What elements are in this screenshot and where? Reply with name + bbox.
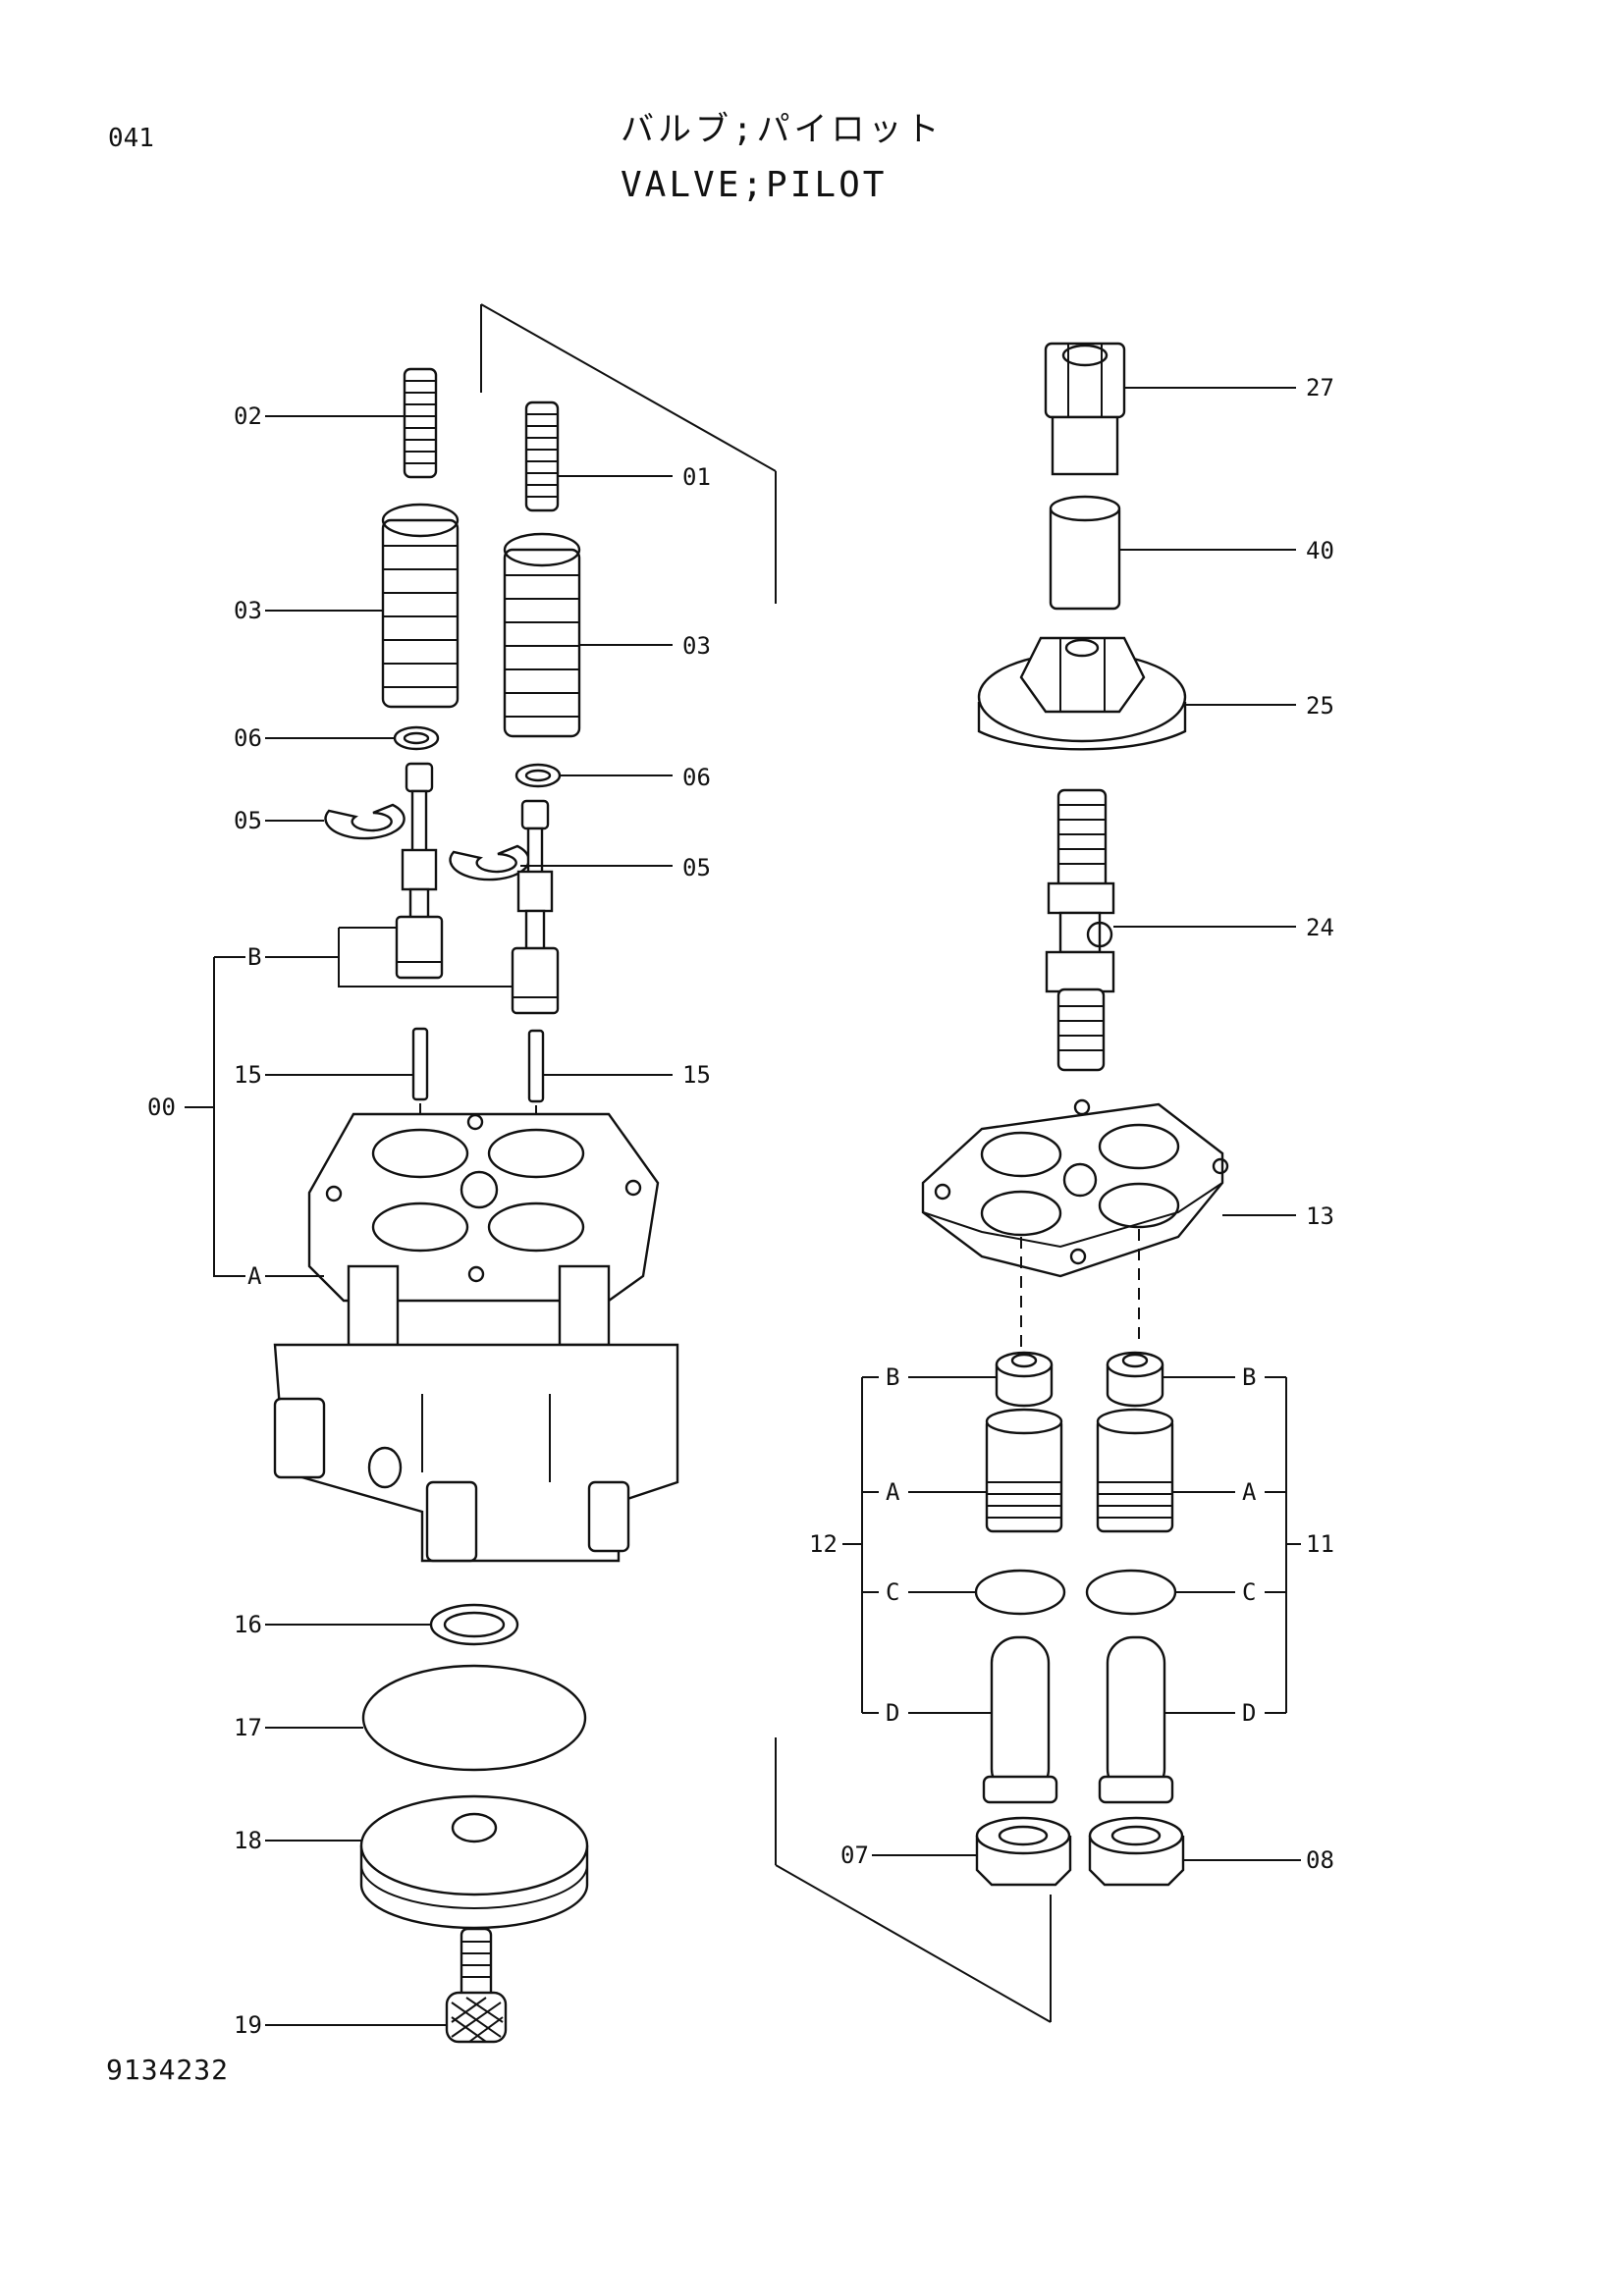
plate-25 <box>977 636 1187 751</box>
nut-27 <box>1044 342 1126 476</box>
cartridge-12 <box>974 1351 1072 1887</box>
spring-03-left <box>381 503 460 709</box>
subpart-a-left: A <box>247 1262 262 1290</box>
subpart-b-left: B <box>247 943 261 971</box>
pusher-15-right <box>527 1029 545 1103</box>
joint-24 <box>1045 788 1115 1072</box>
screw-19 <box>445 1927 508 2044</box>
callout-12: 12 <box>809 1530 838 1558</box>
callout-01: 01 <box>682 463 711 491</box>
callout-03-left: 03 <box>234 597 262 624</box>
callout-03-right: 03 <box>682 632 711 660</box>
section-bracket-top <box>480 303 777 604</box>
spring-02 <box>403 367 438 479</box>
subpart-12-d: D <box>886 1699 899 1727</box>
callout-labels: 02 01 03 03 06 06 05 05 B 00 A 15 15 16 … <box>147 374 1334 2039</box>
callout-15-left: 15 <box>234 1061 262 1089</box>
callout-18: 18 <box>234 1827 262 1854</box>
spring-01 <box>524 400 560 512</box>
o-ring-17 <box>361 1664 587 1772</box>
callout-27: 27 <box>1306 374 1334 401</box>
callout-19: 19 <box>234 2011 262 2039</box>
subpart-11-d: D <box>1242 1699 1256 1727</box>
callout-11: 11 <box>1306 1530 1334 1558</box>
title-japanese: バルブ;パイロット <box>621 110 944 149</box>
subpart-11-a: A <box>1242 1478 1257 1506</box>
cartridge-11 <box>1085 1351 1185 1887</box>
washer-06-left <box>393 725 440 751</box>
spool-b-left <box>395 762 444 980</box>
callout-08: 08 <box>1306 1846 1334 1874</box>
callout-13: 13 <box>1306 1202 1334 1230</box>
subpart-12-a: A <box>886 1478 900 1506</box>
sleeve-40 <box>1049 495 1121 611</box>
subpart-12-b: B <box>886 1363 899 1391</box>
callout-24: 24 <box>1306 914 1334 941</box>
subpart-12-c: C <box>886 1578 899 1606</box>
clip-05-left <box>324 803 406 840</box>
callout-17: 17 <box>234 1714 262 1741</box>
page-title: VALVE;PILOT <box>621 165 888 205</box>
section-bracket-bottom <box>775 1737 1052 2023</box>
callout-16: 16 <box>234 1611 262 1638</box>
casing-a <box>273 1112 679 1563</box>
callout-06-right: 06 <box>682 764 711 791</box>
callout-02: 02 <box>234 402 262 430</box>
callout-05-right: 05 <box>682 854 711 881</box>
page-number: 041 <box>108 124 154 153</box>
washer-06-right <box>514 763 562 788</box>
pusher-15-left <box>411 1027 429 1101</box>
clip-05-right <box>449 844 530 881</box>
callout-07: 07 <box>840 1842 869 1869</box>
callout-15-right: 15 <box>682 1061 711 1089</box>
plate-13 <box>921 1098 1229 1355</box>
spool-b-right <box>511 799 560 1015</box>
subpart-11-b: B <box>1242 1363 1256 1391</box>
drawing-number: 9134232 <box>106 2054 230 2086</box>
subpart-11-c: C <box>1242 1578 1256 1606</box>
leader-lines <box>185 387 1301 2026</box>
plate-18 <box>359 1794 589 1930</box>
spring-03-right <box>503 532 581 738</box>
callout-05-left: 05 <box>234 807 262 834</box>
callout-00: 00 <box>147 1094 176 1121</box>
callout-25: 25 <box>1306 692 1334 720</box>
callout-40: 40 <box>1306 537 1334 564</box>
callout-06-left: 06 <box>234 724 262 752</box>
